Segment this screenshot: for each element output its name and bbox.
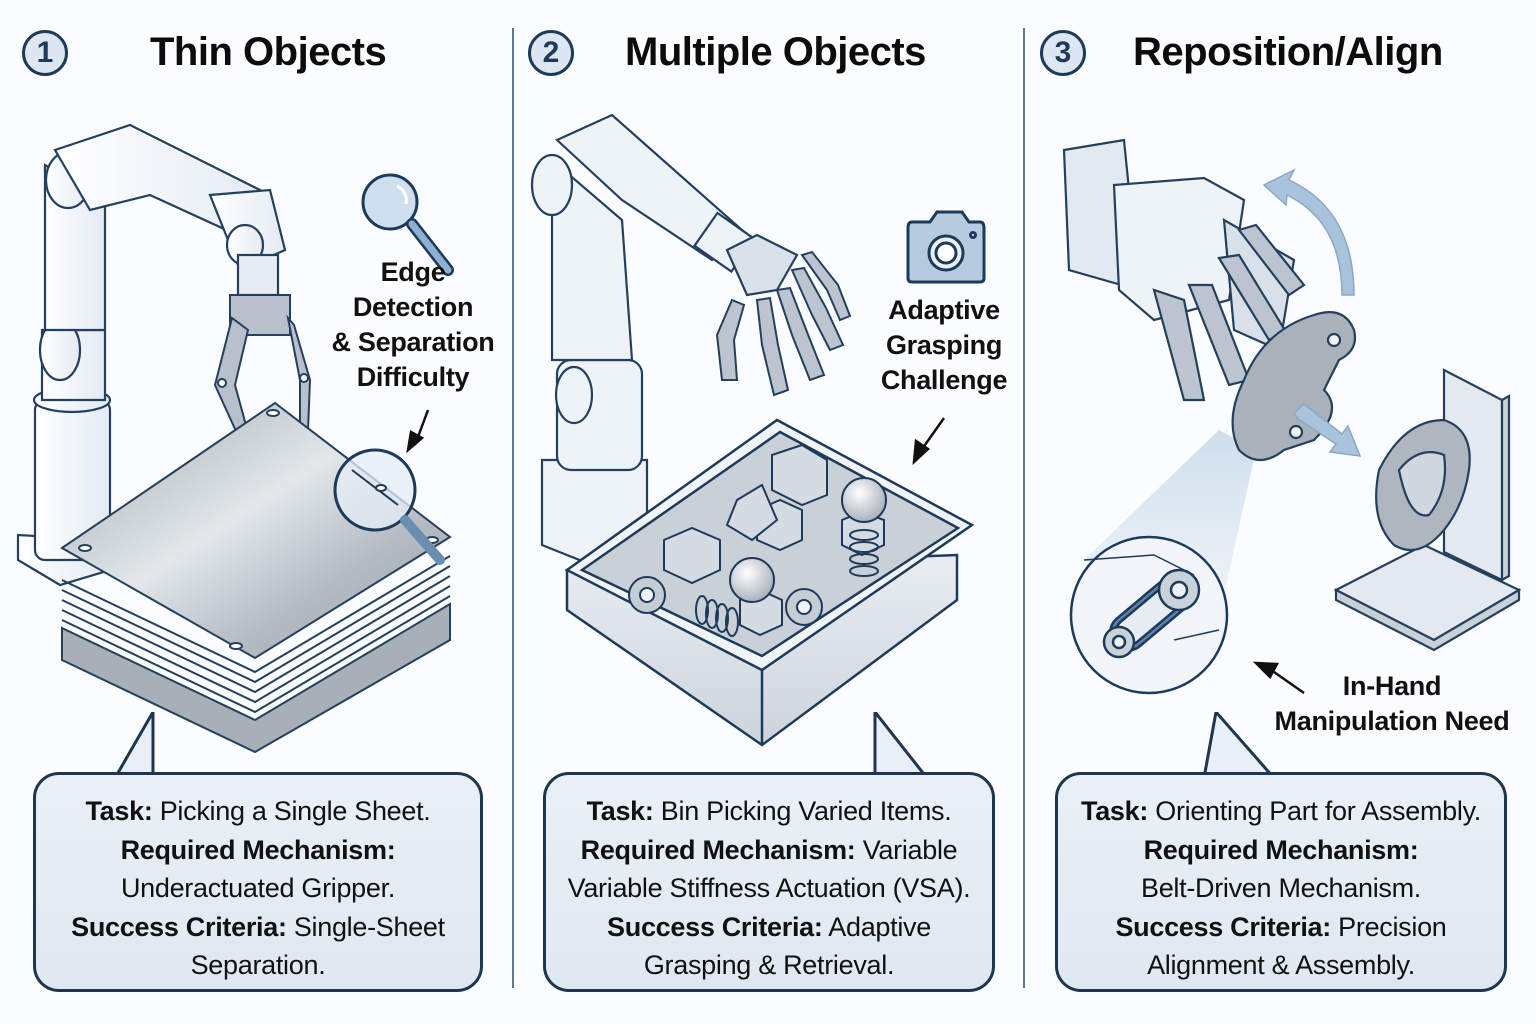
callout-arrow-icon [912,417,946,466]
callout-edge-detection: Edge Detection & Separation Difficulty [331,257,495,392]
rotate-arrow-icon [1262,168,1355,296]
task-info-box: Task: Orienting Part for Assembly. Requi… [1055,772,1507,992]
mechanism-label-line: Required Mechanism: [120,834,396,865]
move-arrow-icon [1293,403,1362,457]
step-number-badge: 3 [1040,30,1086,76]
speech-tail [1202,712,1276,778]
robot-arm [16,123,287,587]
speech-tail [113,712,157,778]
criteria-line: Success Criteria: Precision [1115,911,1447,942]
panel-divider [512,28,514,988]
assembly-fixture [1333,368,1522,652]
task-line: Task: Bin Picking Varied Items. [586,796,952,826]
task-line: Task: Picking a Single Sheet. [85,796,431,826]
belt-drive-detail [1069,535,1229,695]
task-info-box: Task: Bin Picking Varied Items. Required… [543,772,995,992]
robot-arm [530,113,799,567]
callout-in-hand-manipulation: In-Hand Manipulation Need [1274,671,1510,736]
underactuated-gripper [213,294,312,441]
panel-multiple-objects: 2 Multiple Objects [512,0,1024,1024]
robotic-hand [715,250,852,397]
magnifier-icon [361,173,454,276]
criteria-value-line: Separation. [190,950,326,980]
criteria-value-line: Alignment & Assembly. [1147,950,1415,980]
criteria-line: Success Criteria: Adaptive [607,911,931,942]
callout-arrow-icon [406,409,430,454]
task-info-box: Task: Picking a Single Sheet. Required M… [33,772,483,992]
mechanism-value-line: Belt-Driven Mechanism. [1141,873,1421,903]
criteria-line: Success Criteria: Single-Sheet [71,911,445,942]
step-number-badge: 1 [22,30,68,76]
mechanism-value-line: Variable Stiffness Actuation (VSA). [567,873,971,903]
fixture-part [1375,418,1471,552]
robotic-hand [1062,138,1306,402]
reposition-align-illustration [1062,138,1522,695]
panel-divider [1023,28,1025,988]
criteria-value-line: Grasping & Retrieval. [643,950,895,980]
panel-reposition-align: 3 Reposition/Align [1024,0,1536,1024]
panel-thin-objects: 1 Thin Objects [0,0,512,1024]
task-line: Task: Orienting Part for Assembly. [1081,796,1481,826]
step-number-badge: 2 [528,30,574,76]
callout-arrow-icon [1252,661,1305,695]
thin-objects-illustration [16,123,454,754]
mechanism-label-line: Required Mechanism: Variable [580,834,958,865]
multiple-objects-illustration [530,113,986,747]
mechanism-value-line: Underactuated Gripper. [120,873,396,903]
camera-icon [906,210,986,284]
panel-title: Multiple Objects [625,30,926,74]
callout-adaptive-grasping: Adaptive Grasping Challenge [880,295,1008,395]
panel-title: Thin Objects [150,30,387,74]
mechanism-label-line: Required Mechanism: [1143,834,1419,865]
inspection-magnifier-icon [333,448,445,565]
panel-title: Reposition/Align [1133,30,1443,74]
mixed-objects [628,443,887,637]
speech-tail [873,712,929,778]
